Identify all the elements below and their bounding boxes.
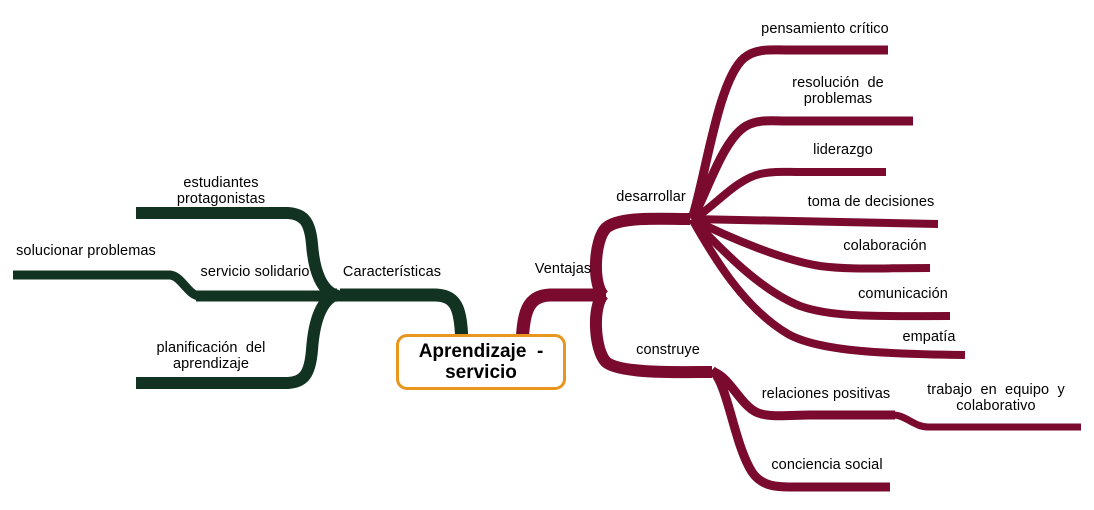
branch-desarrollar-stem [589,212,691,301]
branch-solucionar-problemas [13,270,201,301]
branch-toma-de-decisiones [691,215,939,228]
branch-liderazgo [690,167,886,223]
label-trabajo-en-equipo[interactable]: trabajo en equipo y colaborativo [927,382,1065,414]
label-caracteristicas[interactable]: Características [342,264,442,280]
label-estudiantes-protagonistas[interactable]: estudiantes protagonistas [176,175,266,207]
branch-trabajo-en-equipo [892,411,1081,431]
label-solucionar-problemas[interactable]: solucionar problemas [16,243,156,259]
label-desarrollar[interactable]: desarrollar [616,189,686,205]
branch-colaboracion [690,215,931,273]
branch-construye-stem [589,289,713,379]
branch-resolucion-problemas [688,116,913,222]
branch-relaciones-positivas [711,367,895,421]
label-colaboracion[interactable]: colaboración [843,238,927,254]
left-branch-group [13,207,469,389]
label-empatia[interactable]: empatía [902,329,956,345]
branch-conciencia-social [708,366,890,492]
label-comunicacion[interactable]: comunicación [858,286,948,302]
central-node[interactable]: Aprendizaje - servicio [396,334,566,390]
branch-pensamiento-critico [687,45,888,221]
label-servicio-solidario[interactable]: servicio solidario [200,264,310,280]
right-branch-group [515,45,1081,492]
branch-estudiantes-protagonistas [136,207,341,302]
label-construye[interactable]: construye [636,342,700,358]
label-conciencia-social[interactable]: conciencia social [771,457,883,473]
branch-planificacion-aprendizaje [136,288,341,389]
label-pensamiento-critico[interactable]: pensamiento crítico [761,21,889,37]
branch-comunicacion [689,216,951,321]
branch-empatia [688,217,966,359]
label-toma-de-decisiones[interactable]: toma de decisiones [807,194,935,210]
label-liderazgo[interactable]: liderazgo [813,142,873,158]
label-planificacion-aprendizaje[interactable]: planificación del aprendizaje [156,340,266,372]
label-resolucion-problemas[interactable]: resolución de problemas [792,75,884,107]
label-relaciones-positivas[interactable]: relaciones positivas [761,386,891,402]
label-ventajas[interactable]: Ventajas [534,261,592,277]
